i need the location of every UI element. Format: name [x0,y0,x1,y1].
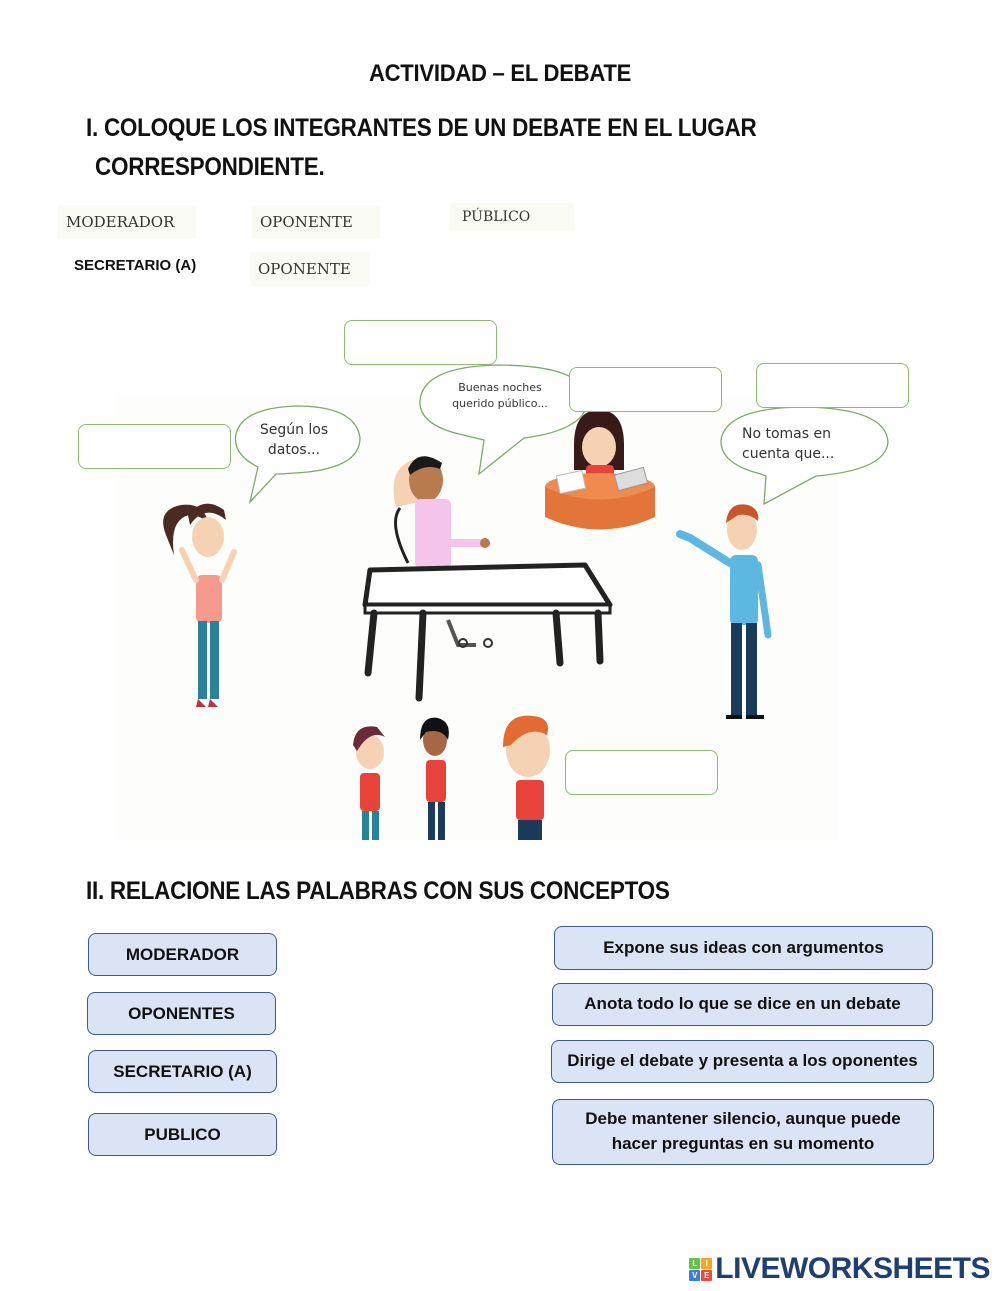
term-publico-label: PUBLICO [144,1124,221,1144]
bubble-left-line1: Según los [259,422,329,438]
word-chip-moderador[interactable]: MODERADOR [58,205,196,239]
term-moderador[interactable]: MODERADOR [88,933,277,976]
bubble-right-line2: cuenta que... [742,446,835,463]
definition-3-text: Dirige el debate y presenta a los oponen… [567,1051,918,1071]
word-chip-secretario[interactable]: SECRETARIO (A) [74,257,197,274]
page-title: ACTIVIDAD – EL DEBATE [368,60,632,87]
speech-bubble-center [419,364,589,476]
definition-4[interactable]: Debe mantener silencio, aunque puede hac… [552,1099,934,1165]
definition-2-text: Anota todo lo que se dice en un debate [584,994,901,1014]
speech-bubble-left [234,405,361,504]
section2-heading: II. RELACIONE LAS PALABRAS CON SUS CONCE… [86,877,670,905]
logo-letter-i: I [701,1257,713,1269]
definition-1[interactable]: Expone sus ideas con argumentos [554,926,933,970]
debate-illustration [163,410,772,841]
term-oponentes-label: OPONENTES [128,1003,235,1023]
section1-heading-line1: I. COLOQUE LOS INTEGRANTES DE UN DEBATE … [86,114,757,142]
liveworksheets-logo-icon: L I V E [689,1257,713,1281]
word-chip-oponente-1[interactable]: OPONENTE [252,205,380,239]
word-chip-publico[interactable]: PÚBLICO [450,203,574,231]
brand-name: LIVEWORKSHEETS [715,1252,990,1285]
bubble-center-line2: querido público... [452,396,548,410]
logo-letter-l: L [689,1257,701,1269]
answer-box-left[interactable] [78,424,231,469]
definition-2[interactable]: Anota todo lo que se dice en un debate [552,983,933,1026]
term-secretario[interactable]: SECRETARIO (A) [88,1050,277,1093]
secretary-illustration [545,410,655,530]
logo-letter-e: E [701,1269,713,1281]
bubble-center-line1: Buenas noches [458,381,542,394]
definition-3[interactable]: Dirige el debate y presenta a los oponen… [551,1040,934,1083]
definition-1-text: Expone sus ideas con argumentos [603,937,884,957]
liveworksheets-brand: L I V E LIVEWORKSHEETS [689,1252,990,1286]
answer-box-right[interactable] [756,363,909,408]
bubble-right-line1: No tomas en [742,426,831,442]
audience-illustration [353,715,550,841]
opponent-man-illustration [676,504,772,719]
answer-box-center-right[interactable] [569,367,722,412]
term-secretario-label: SECRETARIO (A) [113,1061,252,1081]
definition-4-line2: hacer preguntas en su momento [611,1134,875,1153]
speech-bubble-right-text: No tomas en cuenta que... [742,424,862,465]
opponent-woman-illustration [163,503,237,707]
moderator-illustration [362,456,613,702]
definition-4-line1: Debe mantener silencio, aunque puede [585,1109,901,1129]
answer-box-bottom[interactable] [565,750,718,795]
speech-bubble-left-text: Según los datos... [244,420,344,461]
bubble-left-line2: datos... [267,442,321,459]
answer-box-top-center[interactable] [344,320,497,365]
term-oponentes[interactable]: OPONENTES [87,992,276,1035]
debate-scene [118,395,838,841]
logo-letter-v: V [689,1269,701,1281]
speech-bubble-center-text: Buenas noches querido público... [430,380,570,412]
term-publico[interactable]: PUBLICO [88,1113,277,1156]
section1-heading-line2: CORRESPONDIENTE. [95,153,325,181]
term-moderador-label: MODERADOR [125,944,240,964]
word-chip-oponente-2[interactable]: OPONENTE [250,252,370,286]
